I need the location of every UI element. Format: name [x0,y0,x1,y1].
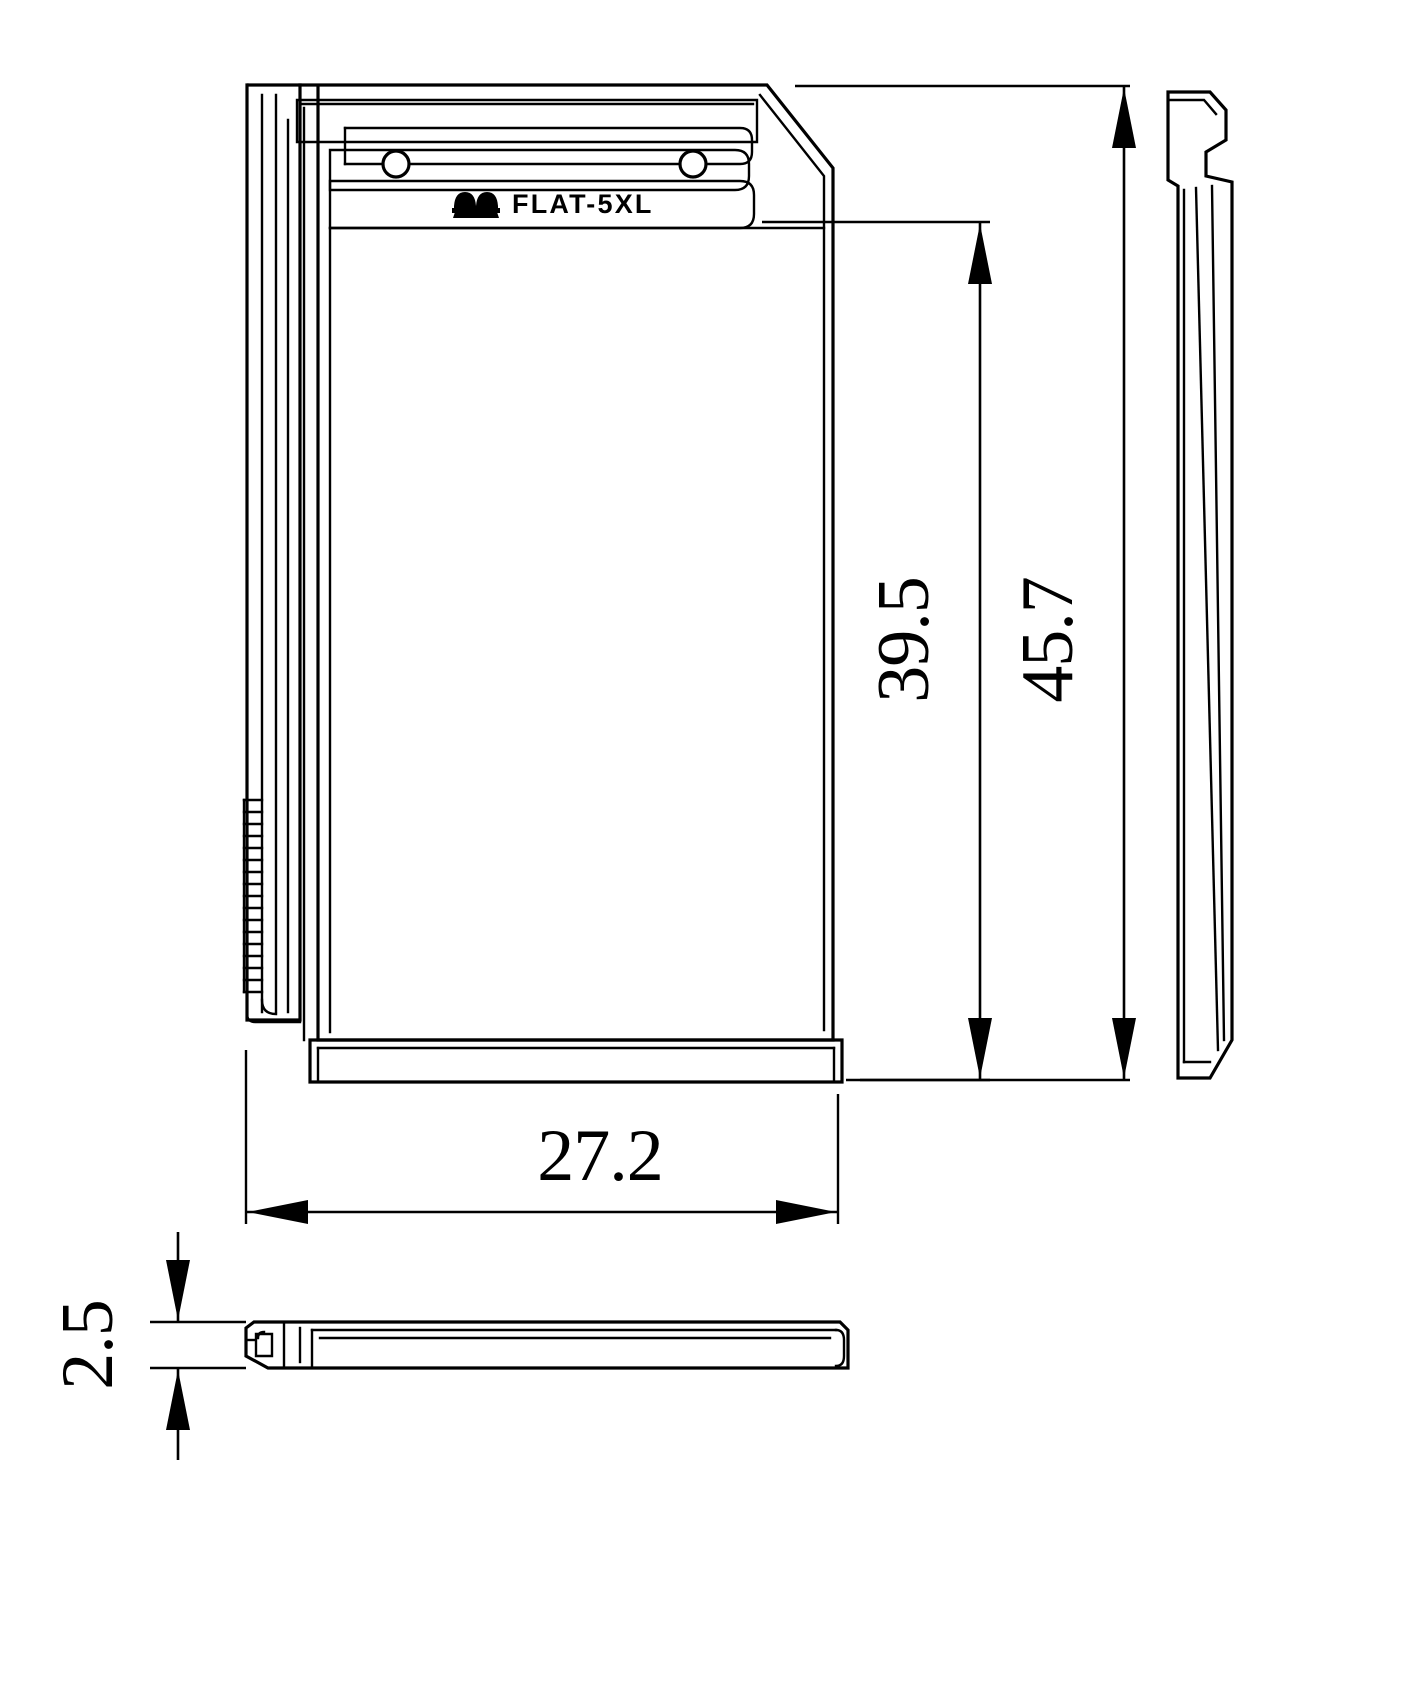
dimension-2-5: 2.5 [47,1232,246,1460]
dimension-2-5-text: 2.5 [47,1300,129,1390]
roof-tile-logo-icon [452,192,500,218]
dimension-39-5: 39.5 [762,220,992,1082]
dimension-27-2: 27.2 [244,1050,840,1224]
front-view: FLAT-5XL [242,83,844,1084]
dimension-27-2-text: 27.2 [537,1115,663,1197]
product-marking-text: FLAT-5XL [512,189,654,219]
bottom-view [244,1320,850,1370]
dimension-39-5-text: 39.5 [863,577,945,703]
dimension-45-7-text: 45.7 [1007,577,1089,703]
right-side-view [1166,90,1234,1080]
mounting-hole-left [381,149,411,179]
mounting-hole-right [678,149,708,179]
dimension-45-7: 45.7 [795,84,1136,1082]
comb-ribs [242,798,264,994]
